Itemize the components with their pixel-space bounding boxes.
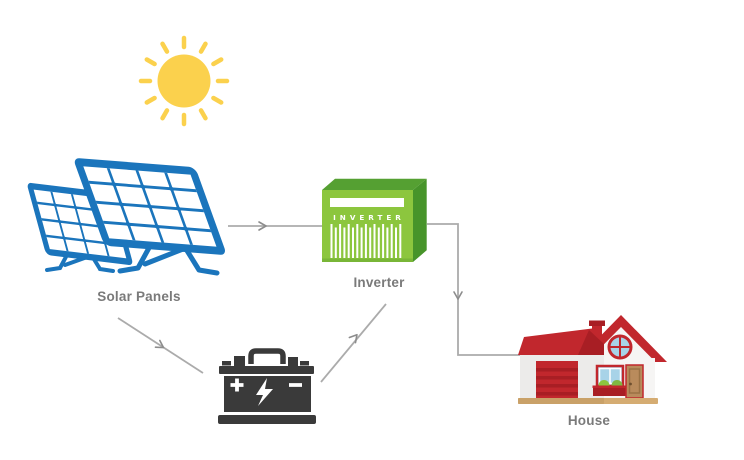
inverter-label: Inverter <box>353 275 405 290</box>
lightning-bolt-icon <box>256 378 273 406</box>
solar-panels-label: Solar Panels <box>97 289 180 304</box>
inverter-device-text: INVERTER <box>333 213 405 222</box>
edge-solar-to-battery <box>117 317 204 374</box>
edge-solar-to-inverter <box>228 221 322 231</box>
edge-battery-to-inverter <box>320 303 387 383</box>
solar-panels-icon <box>30 162 222 276</box>
house-icon <box>518 315 667 404</box>
sun-icon <box>138 35 230 127</box>
battery-icon <box>218 348 316 424</box>
garage-door-stripes <box>536 368 578 396</box>
house-label: House <box>568 413 611 428</box>
planter-box <box>593 386 627 396</box>
battery-terminal-marks <box>230 378 302 392</box>
inverter-icon: INVERTER <box>322 178 427 262</box>
edge-inverter-to-house <box>427 223 521 356</box>
